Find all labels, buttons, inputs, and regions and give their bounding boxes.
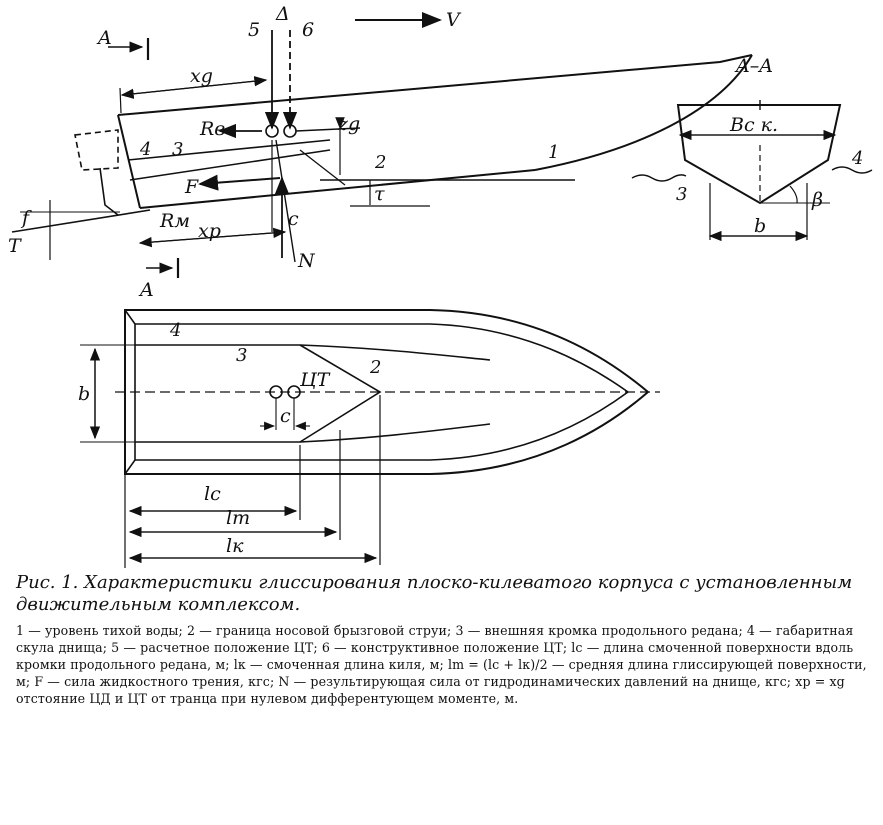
thrust-line xyxy=(11,209,151,233)
caption-title: Рис. 1. Характеристики глиссирования пло… xyxy=(16,572,853,615)
plan-view-labels: 4 3 ЦТ 2 b c lc lm lк xyxy=(78,320,381,557)
water-1-label: 1 xyxy=(548,142,559,163)
plan-view xyxy=(80,309,660,568)
thrust-label: T xyxy=(8,235,22,257)
spray-2-label: 2 xyxy=(374,152,386,173)
plan-edge xyxy=(135,344,491,361)
engine-leg xyxy=(99,167,119,216)
trim-angle-label: τ xyxy=(374,183,385,205)
plan-spray-boundary xyxy=(299,344,382,443)
section-a-bottom: A xyxy=(138,279,154,301)
rb-label: Rв xyxy=(199,118,225,140)
plan-spray-2-label: 2 xyxy=(369,357,381,378)
hull-bow-curve xyxy=(534,54,753,171)
lm-label: lm xyxy=(226,507,250,529)
edge-line xyxy=(129,149,331,181)
bottom-width-label: b xyxy=(754,215,766,237)
plan-c-label: c xyxy=(280,405,291,427)
outboard-engine xyxy=(74,129,119,171)
plan-chine-4-label: 4 xyxy=(169,320,181,341)
section-outline xyxy=(676,104,842,205)
normal-force-label: N xyxy=(297,250,316,272)
velocity-label: V xyxy=(446,9,462,31)
beam-label: Bc к. xyxy=(729,114,778,136)
cg-design-label: 5 xyxy=(248,19,260,41)
side-view xyxy=(11,12,753,278)
c-offset-label: c xyxy=(288,208,299,230)
xp-label: xp xyxy=(198,220,221,242)
xg-label: xg xyxy=(190,65,213,87)
plan-edge-bottom xyxy=(135,423,491,443)
friction-force-label: F xyxy=(184,176,199,198)
f-offset-label: f xyxy=(20,207,32,229)
chine-4-label: 4 xyxy=(139,139,151,160)
section-view-labels: A–A Bc к. b β 3 4 xyxy=(676,55,863,237)
hull-deck-line xyxy=(117,54,753,116)
plan-cg-label: ЦТ xyxy=(299,369,331,391)
transom-line xyxy=(117,114,141,209)
chine-line xyxy=(127,139,331,161)
section-edge-3-label: 3 xyxy=(676,184,687,205)
lc-label: lc xyxy=(204,483,221,505)
lk-label: lк xyxy=(226,535,244,557)
section-view xyxy=(631,100,873,242)
cg-construct-label: 6 xyxy=(302,19,314,41)
hull-bottom-line xyxy=(139,169,536,209)
edge-3-label: 3 xyxy=(172,139,183,160)
displacement-label: Δ xyxy=(275,3,290,25)
plan-width-label: b xyxy=(78,383,90,405)
plan-edge-3-label: 3 xyxy=(236,345,247,366)
water-waves xyxy=(631,174,687,182)
deadrise-label: β xyxy=(811,189,823,211)
spray-line xyxy=(299,149,346,186)
rm-label: Rм xyxy=(159,210,190,232)
caption-legend: 1 — уровень тихой воды; 2 — граница носо… xyxy=(16,623,867,706)
section-chine-4-label: 4 xyxy=(851,148,863,169)
section-title: A–A xyxy=(734,55,773,77)
figure-caption: Рис. 1. Характеристики глиссирования пло… xyxy=(16,572,876,707)
technical-drawing: A A 5 6 Δ V xg zg Rв F N c τ xp Rм f T 3… xyxy=(8,3,873,568)
section-a-top: A xyxy=(96,27,112,49)
side-view-labels: A A 5 6 Δ V xg zg Rв F N c τ xp Rм f T 3… xyxy=(8,3,559,301)
zg-label: zg xyxy=(337,113,360,135)
